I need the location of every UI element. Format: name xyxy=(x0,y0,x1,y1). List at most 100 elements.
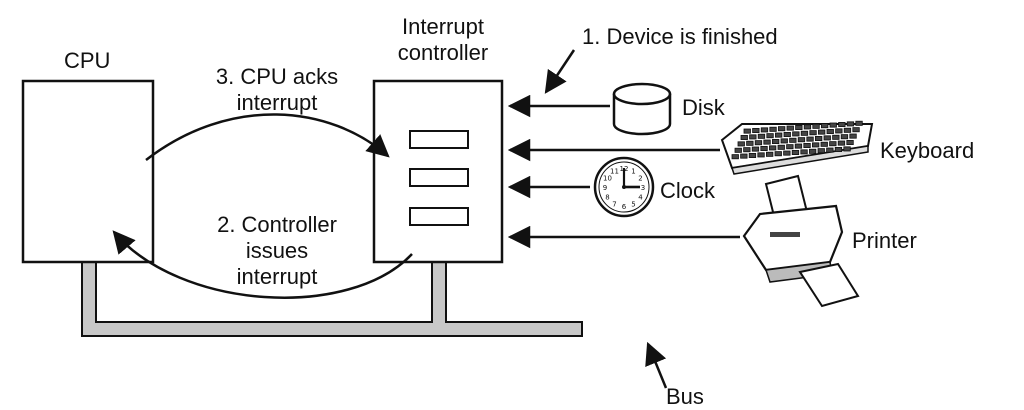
step2-label-line2: issues xyxy=(245,238,309,263)
clock-icon: 121234567891011 xyxy=(593,156,655,218)
controller-slot-3 xyxy=(409,207,469,226)
keyboard-key xyxy=(797,137,806,143)
keyboard-key xyxy=(748,152,757,158)
clock-numeral: 11 xyxy=(610,168,619,176)
keyboard-key xyxy=(780,138,788,144)
clock-numeral: 7 xyxy=(612,201,616,209)
keyboard-key xyxy=(809,130,817,136)
keyboard-key xyxy=(757,133,766,139)
printer-label: Printer xyxy=(852,228,917,253)
keyboard-key xyxy=(829,122,837,128)
keyboard-key xyxy=(777,144,785,150)
cpu-ack-arrow xyxy=(145,113,390,161)
keyboard-key xyxy=(766,151,774,157)
keyboard-key xyxy=(855,120,863,126)
keyboard-key xyxy=(837,140,846,146)
keyboard-key xyxy=(803,142,811,148)
keyboard-key xyxy=(800,130,809,136)
keyboard-key xyxy=(852,127,860,133)
keyboard-key xyxy=(786,144,794,150)
clock-numeral: 3 xyxy=(641,184,645,192)
keyboard-key xyxy=(783,150,791,156)
step2-label-line3: interrupt xyxy=(236,264,318,289)
keyboard-key xyxy=(743,147,751,153)
keyboard-label: Keyboard xyxy=(880,138,975,163)
keyboard-key xyxy=(843,127,852,133)
clock-numeral: 5 xyxy=(631,201,635,209)
keyboard-key xyxy=(774,151,782,157)
keyboard-key xyxy=(737,141,745,147)
keyboard-key xyxy=(749,134,757,140)
keyboard-key xyxy=(789,137,797,143)
cpu-label: CPU xyxy=(64,48,111,73)
keyboard-key xyxy=(752,127,760,133)
keyboard-key xyxy=(751,146,760,152)
clock-numeral: 8 xyxy=(605,194,609,202)
keyboard-key xyxy=(754,140,763,146)
keyboard-key xyxy=(731,154,739,160)
keyboard-key xyxy=(829,141,837,147)
cpu-box xyxy=(21,79,155,264)
keyboard-key xyxy=(746,140,754,146)
keyboard-key xyxy=(783,131,791,137)
step2-label-line1: 2. Controller xyxy=(217,212,337,237)
disk-icon xyxy=(612,82,672,136)
step2-label: 2. Controller issues interrupt xyxy=(192,212,362,290)
keyboard-key xyxy=(740,134,748,140)
keyboard-key xyxy=(849,133,857,139)
keyboard-key xyxy=(734,147,742,153)
keyboard-key xyxy=(769,126,777,132)
keyboard-key xyxy=(826,147,834,153)
controller-label-line2: controller xyxy=(397,40,489,65)
step1-callout-arrow xyxy=(544,49,576,94)
clock-numeral: 2 xyxy=(638,175,642,183)
keyboard-key xyxy=(794,143,803,149)
keyboard-key xyxy=(846,121,855,127)
keyboard-key xyxy=(838,122,846,128)
keyboard-key xyxy=(792,131,800,137)
clock-label: Clock xyxy=(660,178,716,203)
keyboard-key xyxy=(843,146,851,152)
keyboard-key xyxy=(763,139,771,145)
controller-label: Interrupt controller xyxy=(388,14,498,66)
keyboard-key xyxy=(791,149,800,155)
clock-numeral: 1 xyxy=(631,168,635,176)
keyboard-key xyxy=(775,132,783,138)
keyboard-key xyxy=(800,149,808,155)
controller-slot-1 xyxy=(409,130,469,149)
keyboard-key xyxy=(821,123,829,129)
keyboard-key xyxy=(786,125,794,131)
clock-numeral: 10 xyxy=(603,175,612,183)
keyboard-key xyxy=(834,146,843,152)
keyboard-icon xyxy=(720,120,874,175)
keyboard-key xyxy=(806,136,814,142)
controller-slot-2 xyxy=(409,168,469,187)
keyboard-key xyxy=(832,134,840,140)
keyboard-key xyxy=(772,138,780,144)
keyboard-key xyxy=(835,128,843,134)
keyboard-key xyxy=(812,123,820,129)
keyboard-key xyxy=(757,152,765,158)
keyboard-key xyxy=(840,134,849,140)
controller-label-line1: Interrupt xyxy=(402,14,484,39)
keyboard-key xyxy=(766,133,774,139)
bus-callout-arrow xyxy=(645,341,668,389)
keyboard-key xyxy=(740,153,748,159)
keyboard-key xyxy=(778,126,786,132)
keyboard-key xyxy=(818,129,826,135)
clock-numeral: 6 xyxy=(622,203,627,211)
disk-label: Disk xyxy=(682,95,725,120)
keyboard-key xyxy=(826,128,834,134)
keyboard-key xyxy=(809,148,817,154)
keyboard-key xyxy=(815,135,823,141)
keyboard-key xyxy=(760,127,769,133)
step1-label: 1. Device is finished xyxy=(582,24,778,49)
keyboard-key xyxy=(769,145,777,151)
clock-numeral: 9 xyxy=(603,184,607,192)
clock-numeral: 4 xyxy=(638,194,643,202)
keyboard-key xyxy=(795,125,803,131)
keyboard-key xyxy=(803,124,812,130)
keyboard-key xyxy=(760,145,768,151)
step3-label-line1: 3. CPU acks xyxy=(215,64,339,89)
